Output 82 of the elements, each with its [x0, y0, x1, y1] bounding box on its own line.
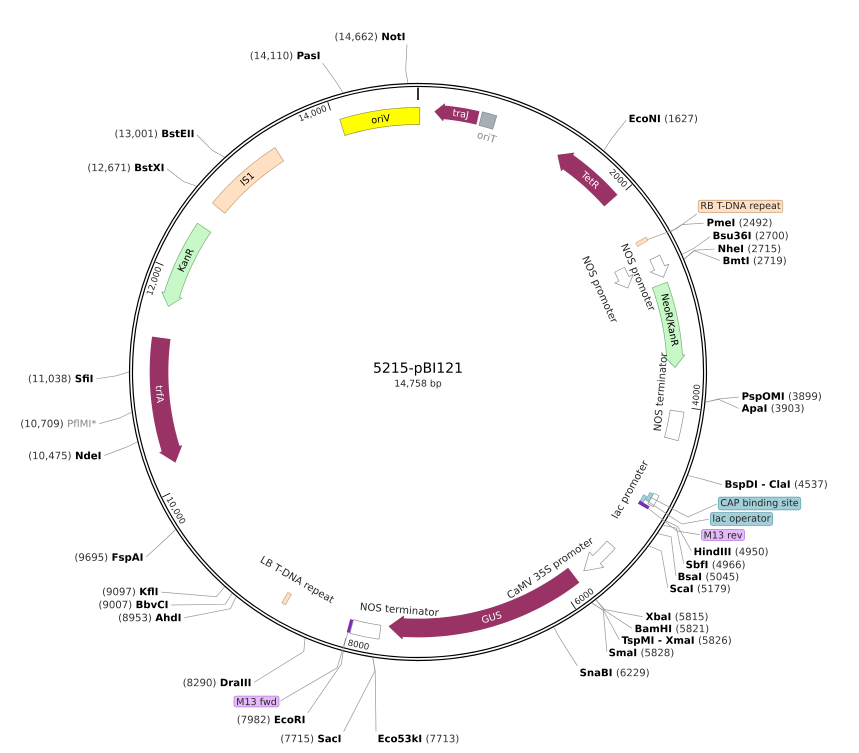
site-label: BmtI (2719) — [724, 256, 786, 266]
leader-line — [170, 593, 233, 606]
leader-line — [166, 168, 197, 187]
feature-box: oriV — [339, 107, 420, 136]
leader-line — [254, 638, 306, 683]
leader-line — [553, 626, 578, 666]
site-label: (12,671) BstXI — [88, 163, 164, 172]
site-label: EcoNI (1627) — [630, 114, 698, 124]
leader-line — [647, 213, 698, 240]
site-label: (11,038) SfiI — [28, 374, 92, 384]
feature-label: M13 fwd — [234, 696, 280, 708]
leader-line — [662, 524, 684, 564]
site-label: SnaBI (6229) — [580, 668, 649, 678]
leader-line — [596, 599, 632, 629]
leader-line — [682, 236, 710, 255]
leader-line — [184, 596, 236, 618]
leader-line — [688, 475, 722, 485]
site-label: ApaI (3903) — [742, 404, 804, 414]
leader-line — [657, 533, 676, 576]
leader-line — [98, 412, 132, 424]
leader-line — [670, 222, 704, 232]
site-label: BamHI (5821) — [636, 624, 708, 634]
site-label: (14,110) PasI — [250, 51, 320, 60]
leader-line — [592, 602, 620, 640]
feature-label: lac operator — [710, 512, 774, 526]
length-label: 14,758 bp — [395, 379, 442, 389]
feature-mark — [346, 619, 354, 633]
site-label: (10,709) PflMI* — [21, 419, 96, 429]
leader-line — [96, 372, 130, 380]
leader-line — [648, 508, 700, 536]
site-label: (7982) EcoRI — [238, 715, 304, 725]
site-label: Bsu36I (2700) — [714, 231, 788, 240]
site-label: ScaI (5179) — [670, 584, 730, 594]
feature-box: IS1 — [212, 147, 284, 214]
site-label: (9097) KflI — [102, 587, 158, 597]
site-label: XbaI (5815) — [646, 612, 708, 622]
leader-line — [280, 632, 348, 702]
tick-label: 8000 — [348, 640, 369, 650]
leader-line — [684, 250, 720, 261]
site-label: (8290) DraIII — [184, 678, 250, 688]
leader-line — [104, 442, 138, 456]
site-label: (9007) BbvCI — [99, 600, 168, 610]
node-label: oriT — [478, 133, 498, 142]
site-label: (7715) SacI — [281, 734, 340, 744]
feature-label: RB T-DNA repeat — [698, 200, 784, 214]
site-label: BsaI (5045) — [678, 572, 738, 582]
site-label: SbfI (4966) — [686, 560, 745, 570]
leader-line — [650, 497, 718, 518]
leader-line — [705, 399, 740, 409]
site-label: Eco53kI (7713) — [378, 734, 458, 744]
leader-line — [684, 248, 716, 260]
leader-line — [160, 586, 225, 598]
leader-line — [665, 520, 692, 552]
site-label: (10,475) NdeI — [29, 451, 100, 461]
site-label: PmeI (2492) — [708, 218, 772, 228]
site-label: TspMI - XmaI (5826) — [622, 636, 731, 646]
leader-line — [146, 529, 176, 558]
leader-line — [603, 120, 627, 151]
site-label: HindIII (4950) — [694, 547, 768, 557]
site-label: BspDI - ClaI (4537) — [726, 480, 827, 490]
leader-line — [592, 602, 608, 652]
site-label: PspOMI (3899) — [742, 392, 821, 402]
leader-line — [644, 499, 710, 524]
feature-box: oriT — [478, 112, 498, 142]
leader-line — [596, 599, 644, 618]
leader-line — [648, 546, 668, 588]
plasmid-name: 5215-pBI121 — [374, 362, 462, 376]
leader-line — [343, 657, 376, 732]
leader-line — [307, 650, 344, 714]
site-label: (14,662) NotI — [335, 32, 404, 42]
site-label: (8953) AhdI — [119, 613, 180, 623]
leader-line — [196, 134, 225, 158]
leader-line — [322, 62, 344, 94]
site-label: (13,001) BstEII — [115, 129, 194, 138]
tick-label: 4000 — [692, 384, 700, 406]
leader-line — [405, 44, 408, 84]
site-label: SmaI (5828) — [609, 648, 674, 658]
site-label: NheI (2715) — [718, 244, 780, 254]
feature-mark — [635, 236, 648, 247]
site-label: (9695) FspAI — [75, 553, 142, 563]
feature-label: M13 rev — [701, 529, 745, 541]
feature-label: CAP binding site — [718, 496, 802, 510]
